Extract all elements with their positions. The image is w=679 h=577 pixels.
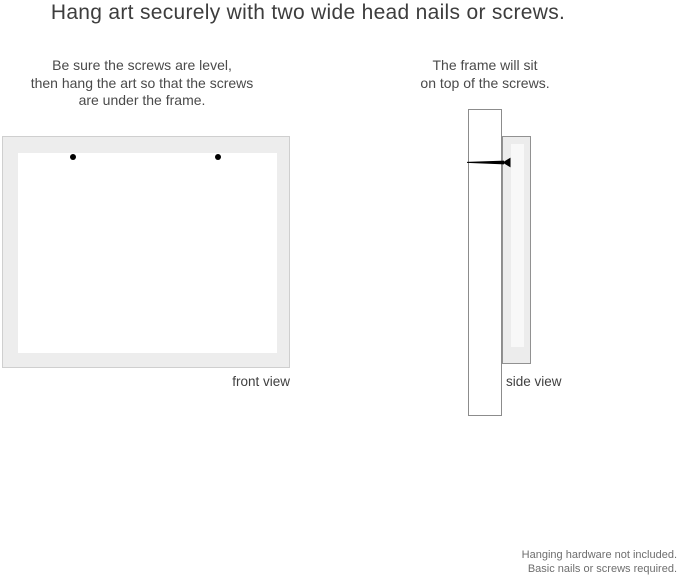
front-frame-art-area [18, 153, 277, 353]
side-instruction-line-2: on top of the screws. [420, 74, 550, 91]
screw-head-dot-left-icon [70, 154, 76, 160]
screw-head-dot-right-icon [215, 154, 221, 160]
footer-note: Hanging hardware not included. Basic nai… [420, 548, 677, 576]
front-instruction-line-2: then hang the art so that the screws [30, 74, 254, 91]
front-instruction-line-1: Be sure the screws are level, [52, 57, 232, 73]
side-frame-inner-recess [511, 144, 524, 347]
footer-note-line-1: Hanging hardware not included. [521, 549, 677, 561]
footer-note-line-2: Basic nails or screws required. [527, 563, 677, 575]
side-instruction: The frame will sit on top of the screws. [365, 57, 605, 92]
side-view-label: side view [506, 374, 562, 389]
front-instruction: Be sure the screws are level, then hang … [22, 57, 262, 110]
front-instruction-line-3: are under the frame. [78, 92, 206, 108]
nail-side-profile-icon [467, 157, 511, 168]
page-title: Hang art securely with two wide head nai… [50, 1, 566, 24]
side-instruction-line-1: The frame will sit [432, 57, 538, 73]
wall-strip [468, 109, 502, 416]
front-view-label: front view [232, 374, 290, 389]
